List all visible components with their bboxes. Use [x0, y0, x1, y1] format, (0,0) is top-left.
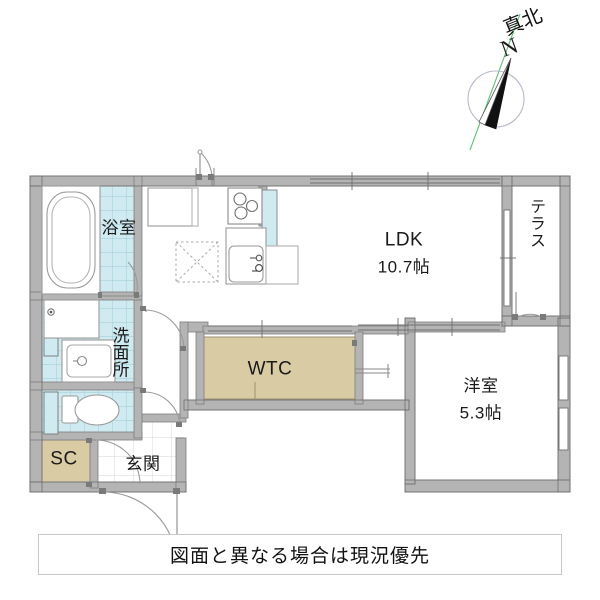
room-label-western-room: 洋室 — [463, 376, 499, 396]
door-toilet-arc — [145, 391, 181, 427]
burner-icon — [245, 199, 259, 213]
wtc-hanger-rod — [355, 364, 390, 378]
room-label-entrance: 玄関 — [125, 454, 161, 474]
wall-hall-west — [179, 321, 189, 419]
wall-outlines — [29, 175, 571, 493]
kitchen-sink — [228, 245, 264, 283]
room-label-ldk: LDK — [384, 229, 424, 251]
room-label-terrace: テラス — [527, 198, 544, 249]
compass-rose: N — [467, 13, 525, 151]
wall-corridor-north-b — [407, 321, 506, 333]
kitchen-base-cabinet — [265, 245, 299, 285]
window-bedroom-upper — [558, 355, 569, 401]
terrace-sliding-door — [500, 209, 516, 307]
bathtub-inner — [51, 196, 91, 284]
fixtures — [41, 185, 299, 426]
window-corridor-north — [208, 320, 352, 338]
disclaimer-box: 図面と異なる場合は現況優先 — [38, 534, 562, 575]
wtc-door-jamb — [352, 340, 357, 346]
door-entrance-inner-arc — [95, 439, 141, 485]
window-bedroom-lower — [558, 407, 569, 451]
window-ldk-south — [358, 318, 500, 336]
dimension-ticks — [195, 168, 215, 186]
wall-wet-east-c — [133, 387, 143, 439]
burner-icon — [234, 206, 248, 220]
room-label-wtc: WTC — [247, 358, 293, 380]
wtc-floor — [202, 336, 357, 400]
vanity-basin — [66, 344, 112, 378]
room-area-ldk: 10.7帖 — [377, 257, 431, 277]
compass-needle-outline — [478, 57, 512, 126]
toilet-bowl — [74, 394, 120, 426]
mirror-cabinet — [43, 299, 100, 339]
door-washroom-arc — [145, 309, 185, 351]
wall-wtc-west — [195, 331, 205, 405]
kitchen-faucet-icon — [255, 254, 263, 262]
washer-space — [175, 241, 219, 283]
room-label-washroom: 洗面所 — [109, 326, 129, 378]
wall-wtc-east — [354, 331, 364, 405]
room-label-shoe-closet: SC — [50, 448, 78, 470]
burner-icon — [233, 192, 247, 206]
window-toilet — [43, 391, 59, 435]
disclaimer-text: 図面と異なる場合は現況優先 — [169, 546, 430, 567]
room-area-western-room: 5.3帖 — [459, 403, 503, 423]
window-ldk-north — [310, 172, 500, 190]
room-label-bathroom: 浴室 — [101, 218, 137, 238]
true-north-axis — [469, 13, 521, 151]
kitchen-cabinet — [147, 187, 199, 227]
entrance-hall-floor — [142, 420, 184, 442]
